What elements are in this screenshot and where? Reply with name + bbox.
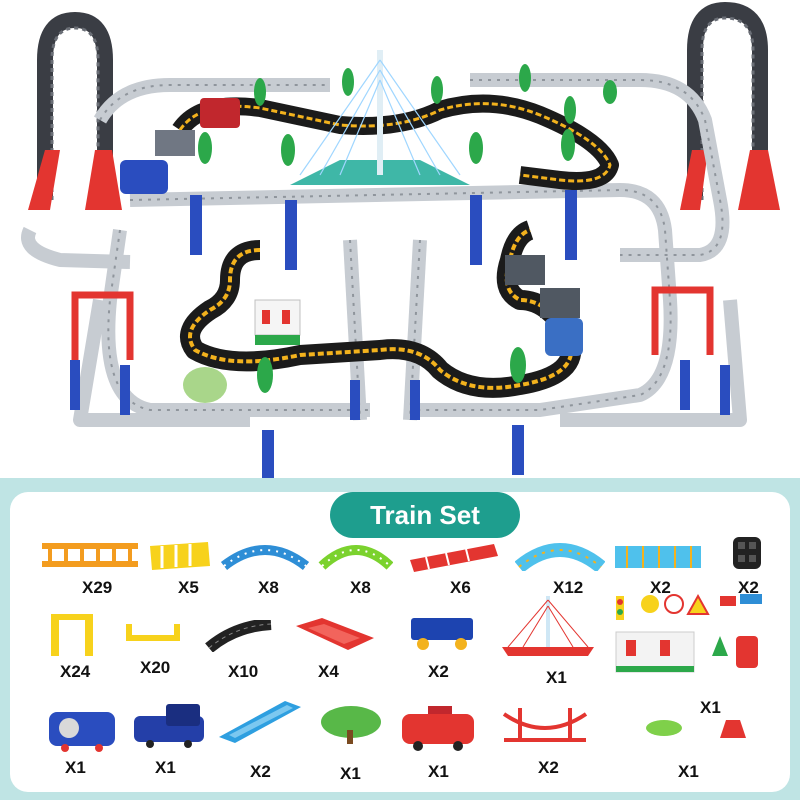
part-qty: X8 [258,578,279,597]
part-qty: X1 [678,762,699,781]
panel-title: Train Set [330,492,520,538]
central-cable-bridge [290,50,470,185]
part-qty: X1 [340,764,361,783]
fire-truck-icon [398,702,478,757]
locomotive-icon [130,700,208,753]
black-yellow-track [172,94,619,398]
part-qty: X2 [650,578,671,597]
red-ramp-icon [292,614,378,659]
pillar-icon [45,610,101,663]
part-qty: X1 [65,758,86,777]
leaf-icon [640,714,750,749]
blue-tank-engine-on-track [505,255,583,356]
orange-track-icon [40,537,140,578]
cyan-track-icon [613,542,703,577]
part-qty: X10 [228,662,259,681]
left-loop-track [28,11,122,210]
yellow-track-icon [148,540,213,579]
cyan-curve-icon [514,537,606,576]
red-track-icon [406,540,501,581]
part-qty: X2 [428,662,449,681]
part-qty: X4 [318,662,339,681]
bracket-icon [125,620,181,647]
black-curve-icon [205,618,275,657]
tank-engine-icon [45,704,120,757]
part-qty: X8 [350,578,371,597]
wagon-icon [405,614,480,659]
part-qty: X1 [155,758,176,777]
part-qty: X5 [178,578,199,597]
blue-locomotive-on-track [120,98,240,194]
part-qty: X2 [738,578,759,597]
part-qty: X29 [82,578,113,597]
part-qty: X1 [546,668,567,687]
signs-icon [610,592,770,697]
part-qty: X20 [140,658,171,677]
right-loop-track [680,1,780,210]
part-qty: X6 [450,578,471,597]
green-curve-icon [318,540,394,575]
part-qty: X12 [553,578,584,597]
slope-icon [215,697,305,752]
part-qty: X1 [428,762,449,781]
cable-bridge-icon [498,592,598,667]
connector-icon [730,534,764,577]
blue-support-pillars [70,190,730,480]
parts-panel: Train Set X29 X5 X8 X8 X6 X12 X2 [0,478,800,800]
red-side-bridges [71,286,714,360]
tree-icon [315,702,385,755]
part-qty: X2 [538,758,559,777]
part-qty: X1 [700,698,721,717]
part-qty: X2 [250,762,271,781]
parts-panel-card: Train Set X29 X5 X8 X8 X6 X12 X2 [10,492,790,792]
part-qty: X24 [60,662,91,681]
train-set-scene [21,1,780,480]
trees [183,64,617,403]
gas-station [254,299,301,345]
assembled-train-set-photo [21,1,780,480]
suspension-bridge-icon [500,702,590,753]
blue-curve-icon [220,540,310,575]
